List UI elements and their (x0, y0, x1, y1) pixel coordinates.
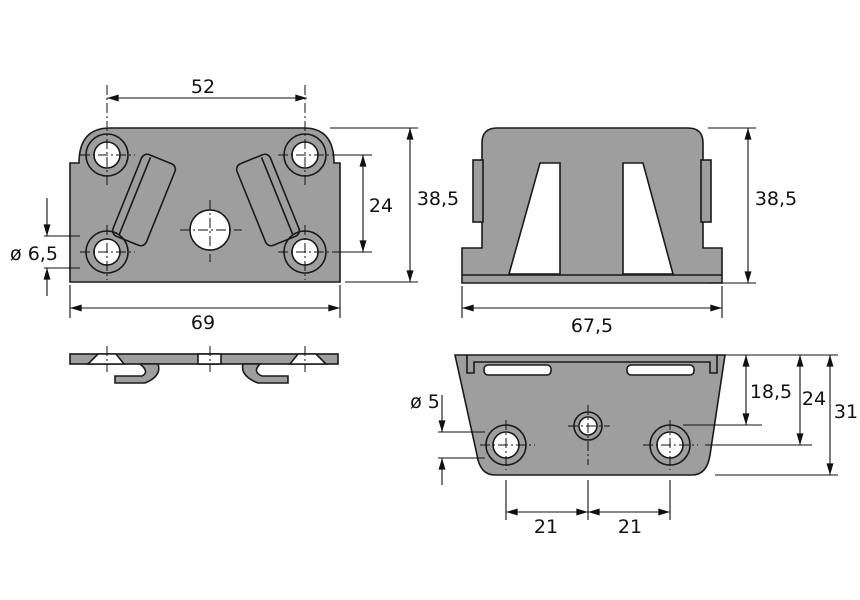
dim-vertical-24: 24 (369, 195, 393, 217)
dim-18-5: 18,5 (750, 381, 792, 403)
dim-spacing-right-21: 21 (618, 516, 642, 538)
dim-hole-spacing-52: 52 (191, 76, 215, 98)
dim-hole-diameter-5: ø 5 (410, 391, 440, 413)
dim-height-38-5: 38,5 (417, 188, 459, 210)
dim-width-69: 69 (191, 312, 215, 334)
slot-right (235, 153, 301, 247)
dim-front-height-38-5: 38,5 (755, 188, 797, 210)
dim-24: 24 (802, 388, 826, 410)
side-view (69, 346, 339, 384)
dim-front-width-67-5: 67,5 (571, 315, 613, 337)
dim-hole-diameter-6-5: ø 6,5 (10, 243, 58, 265)
dim-31: 31 (834, 401, 858, 423)
bottom-view: 18,5 24 31 ø 5 21 21 (410, 354, 858, 538)
top-view: 52 38,5 24 69 ø 6,5 (10, 76, 459, 334)
dim-spacing-left-21: 21 (534, 516, 558, 538)
front-view: 38,5 67,5 (461, 127, 797, 337)
slot-left (111, 153, 177, 247)
